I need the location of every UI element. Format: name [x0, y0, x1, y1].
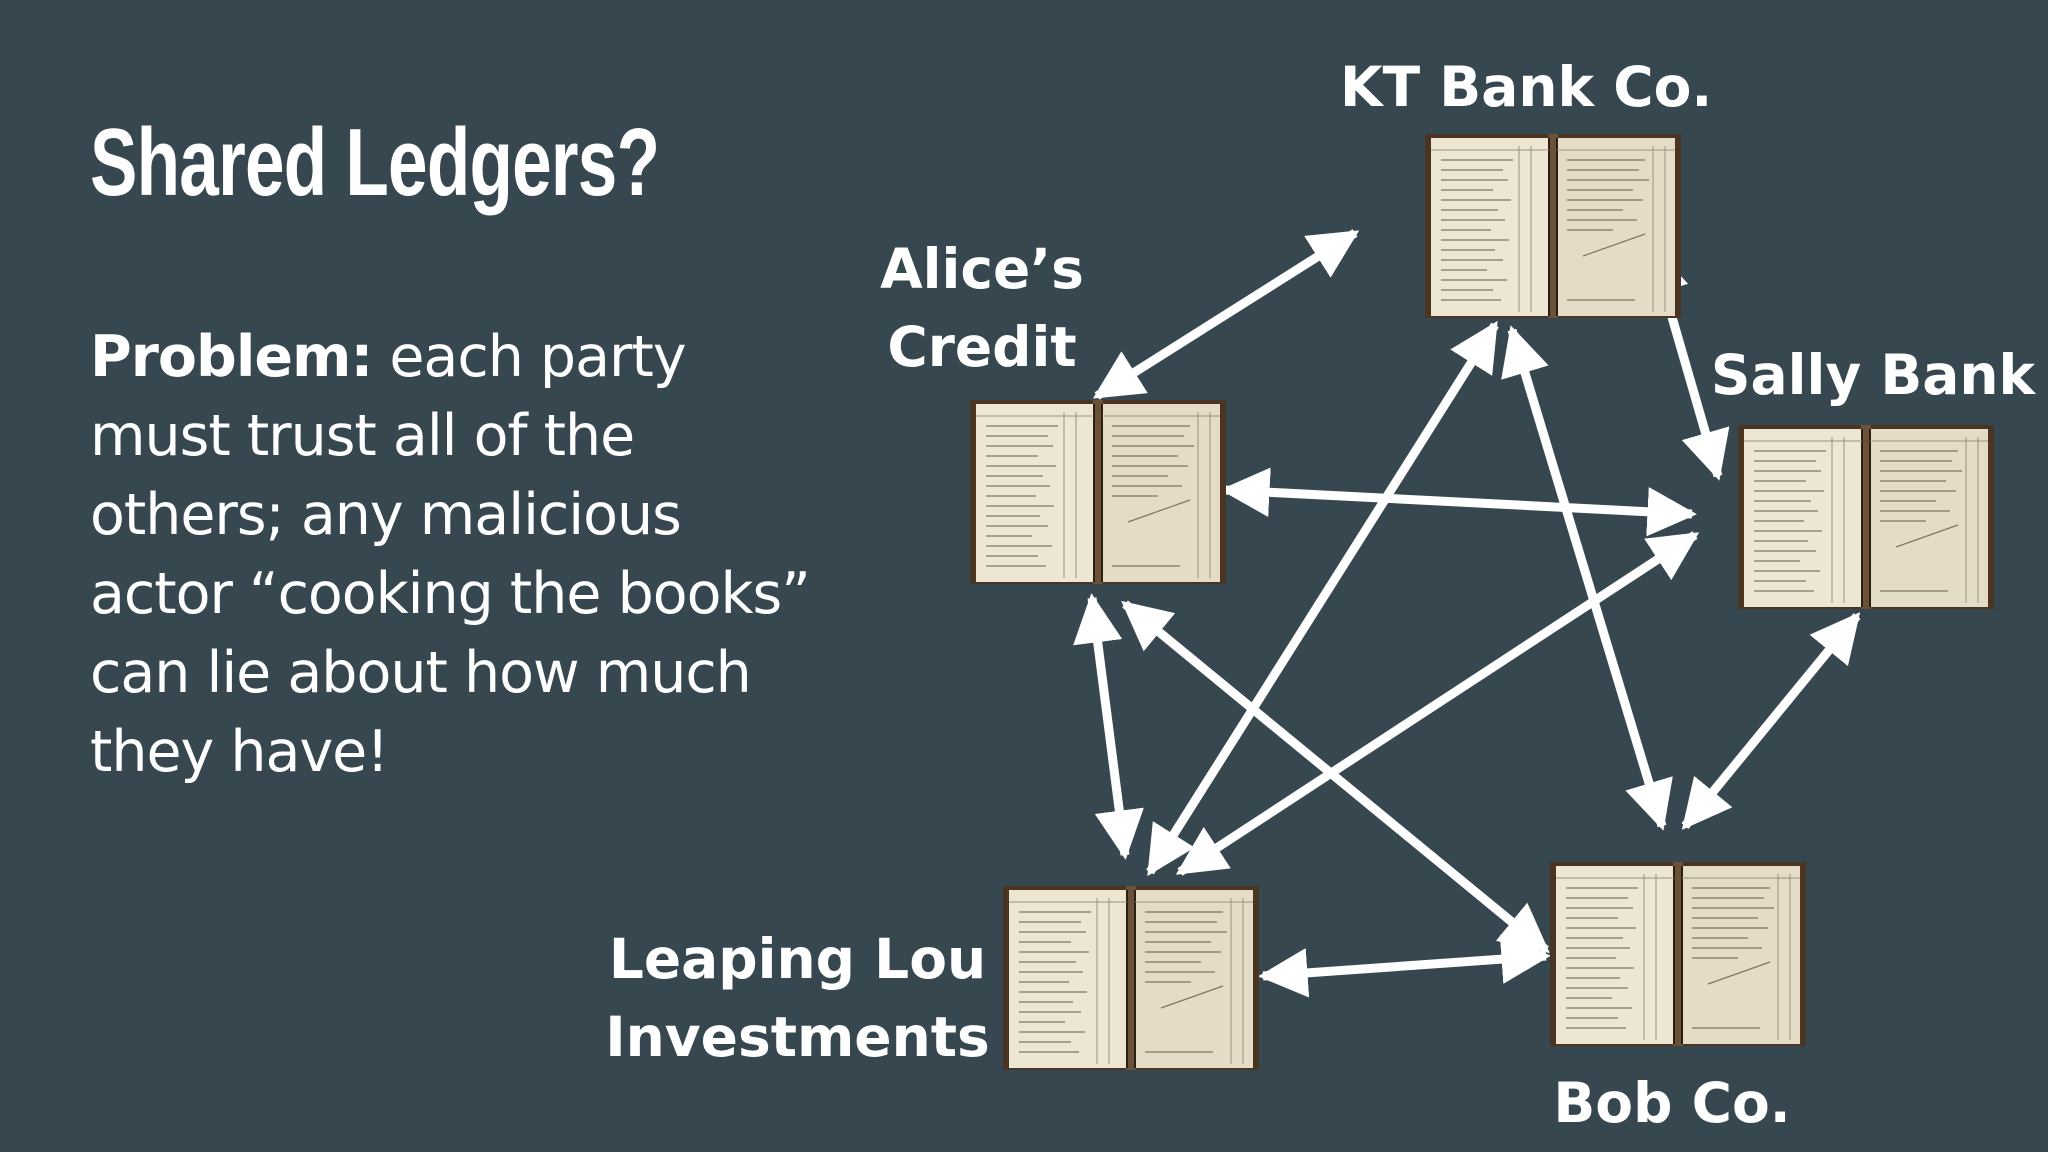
arrow-sally-bob — [1681, 612, 1861, 830]
open-ledger-book-icon — [969, 399, 1227, 585]
arrow-lou-bob — [1258, 934, 1551, 998]
open-ledger-book-icon — [1002, 885, 1260, 1071]
arrow-alice-kt-bank — [1092, 229, 1360, 400]
label-kt-bank: KT Bank Co. — [1340, 55, 1713, 119]
ledger-sally — [1737, 424, 1995, 610]
label-lou-line1: Leaping Lou — [608, 927, 987, 991]
label-lou: Leaping Lou Investments — [600, 920, 995, 1076]
label-bob: Bob Co. — [1553, 1071, 1791, 1135]
arrow-alice-lou — [1073, 593, 1144, 860]
connection-arrows — [1073, 229, 1861, 998]
ledger-bob — [1549, 861, 1807, 1047]
label-alice-line2: Credit — [887, 315, 1077, 379]
label-alice-line1: Alice’s — [880, 237, 1084, 301]
label-alice: Alice’s Credit — [862, 230, 1102, 386]
problem-statement: Problem: each party must trust all of th… — [90, 318, 820, 792]
problem-text: each party must trust all of the others;… — [90, 324, 811, 785]
ledger-alice — [969, 399, 1227, 585]
label-lou-line2: Investments — [605, 1005, 990, 1069]
ledger-lou — [1002, 885, 1260, 1071]
open-ledger-book-icon — [1737, 424, 1995, 610]
arrow-sally-lou — [1175, 531, 1700, 876]
label-sally: Sally Bank — [1710, 343, 2036, 407]
arrow-alice-sally — [1220, 467, 1697, 537]
problem-label: Problem: — [90, 324, 373, 390]
open-ledger-book-icon — [1424, 133, 1682, 319]
open-ledger-book-icon — [1549, 861, 1807, 1047]
ledger-kt-bank — [1424, 133, 1682, 319]
arrow-kt-bank-bob — [1501, 325, 1673, 831]
slide-title: Shared Ledgers? — [90, 109, 660, 216]
